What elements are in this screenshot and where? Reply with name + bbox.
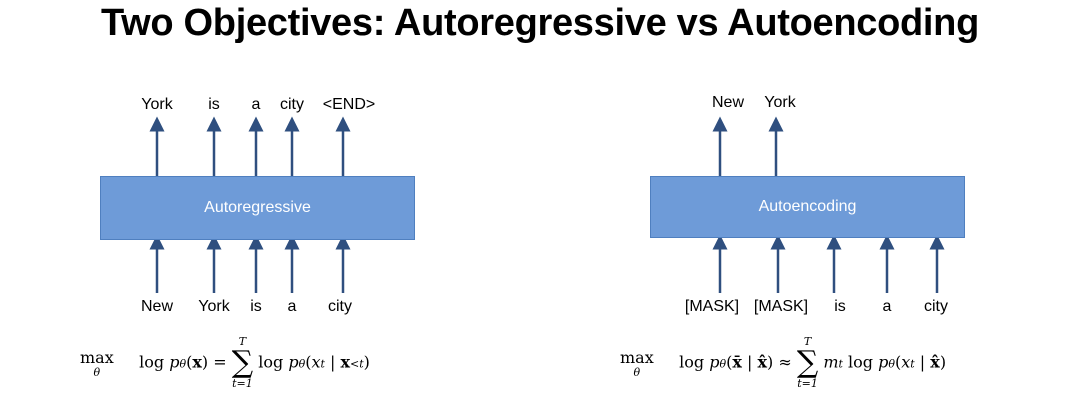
- right-input-token: is: [834, 298, 846, 315]
- left-output-token: city: [280, 96, 304, 113]
- left-output-arrows: [149, 116, 351, 177]
- autoregressive-box: Autoregressive: [100, 176, 415, 240]
- right-output-token: New: [711, 94, 745, 111]
- left-output-token: York: [141, 96, 173, 113]
- left-input-token: a: [287, 298, 297, 315]
- right-output-token: York: [764, 94, 796, 111]
- left-output-token: <END>: [322, 96, 376, 113]
- left-input-token: is: [250, 298, 262, 315]
- right-output-arrows: [712, 116, 784, 177]
- left-output-token: is: [208, 96, 220, 113]
- left-input-token: New: [140, 298, 174, 315]
- right-input-arrows: [712, 234, 945, 293]
- left-input-token: city: [328, 298, 352, 315]
- slide-title: Two Objectives: Autoregressive vs Autoen…: [101, 2, 979, 44]
- right-input-token: [MASK]: [753, 298, 809, 315]
- left-output-token: a: [251, 96, 261, 113]
- right-input-token: a: [882, 298, 892, 315]
- left-input-token: York: [198, 298, 230, 315]
- left-input-arrows: [149, 234, 351, 293]
- right-input-token: [MASK]: [684, 298, 740, 315]
- right-input-token: city: [924, 298, 948, 315]
- autoencoding-box: Autoencoding: [650, 176, 965, 238]
